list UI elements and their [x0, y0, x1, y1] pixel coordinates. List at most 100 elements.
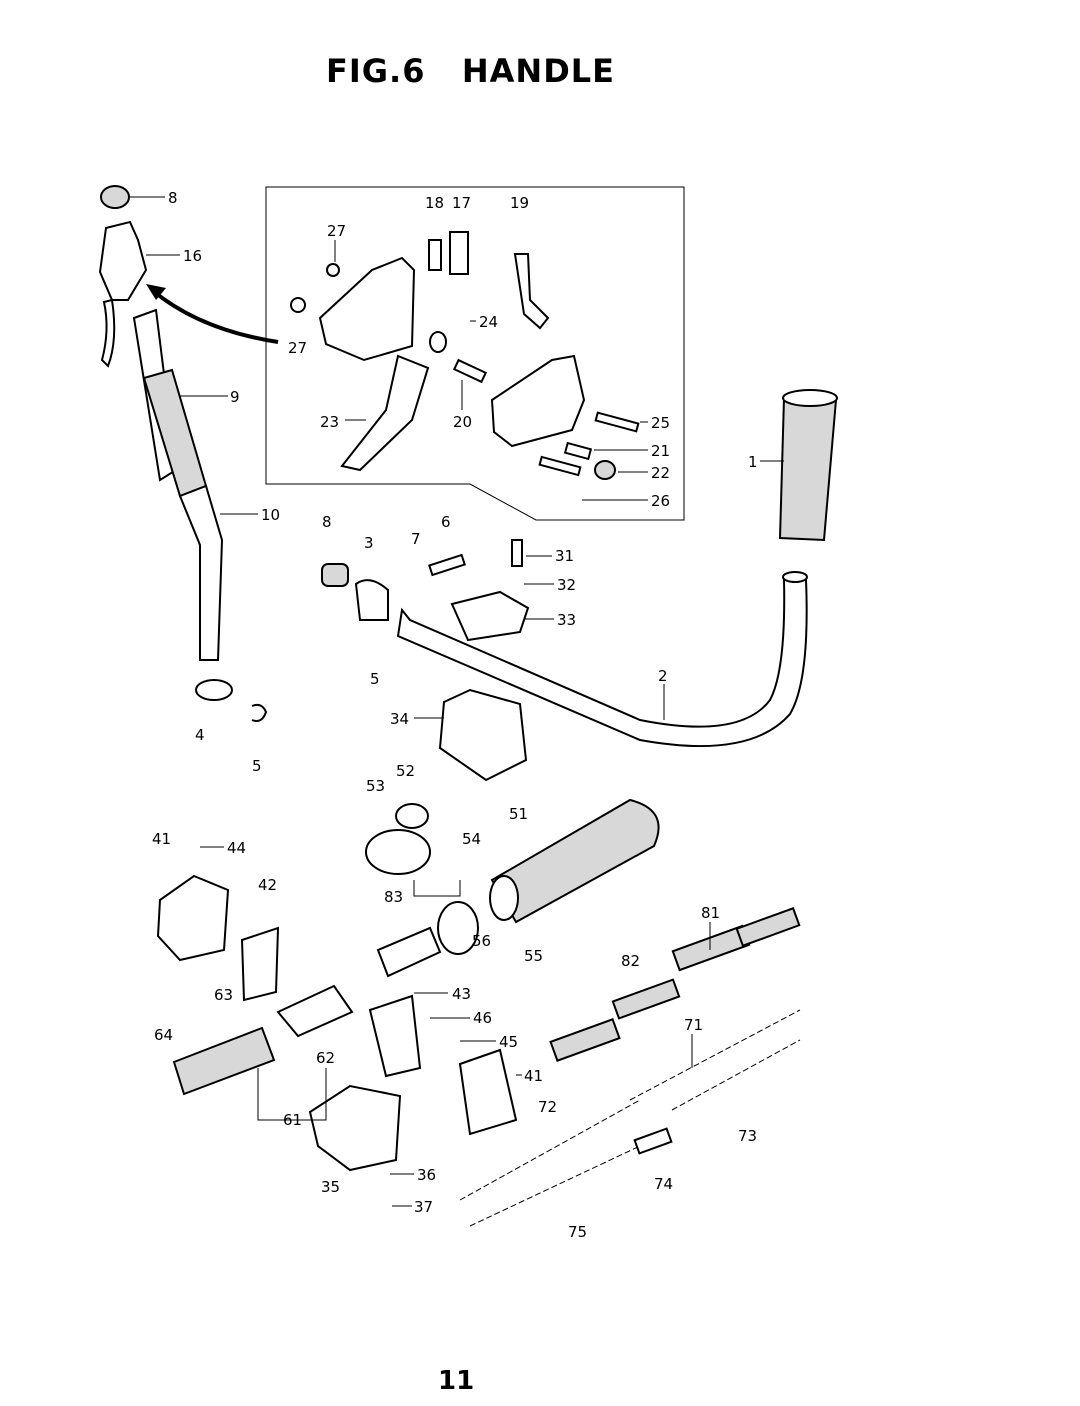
label-36: 36: [417, 1166, 436, 1184]
inset-box: [265, 186, 685, 521]
label-22: 22: [651, 464, 670, 482]
label-74: 74: [654, 1175, 673, 1193]
throttle-parts: [290, 231, 640, 480]
label-7: 7: [411, 530, 421, 548]
clamp-top-33: [450, 590, 530, 642]
cable-71: [629, 1009, 801, 1101]
label-44: 44: [227, 839, 246, 857]
cap-22: [594, 460, 616, 480]
label-4: 4: [195, 726, 205, 744]
label-5-upper: 5: [370, 670, 380, 688]
label-32: 32: [557, 576, 576, 594]
label-26: 26: [651, 492, 670, 510]
label-21: 21: [651, 442, 670, 460]
label-37: 37: [414, 1198, 433, 1216]
tube-81b: [735, 907, 801, 947]
label-83: 83: [384, 888, 403, 906]
clamp-35: [308, 1084, 402, 1172]
label-51: 51: [509, 805, 528, 823]
ring-52: [395, 803, 429, 829]
label-31: 31: [555, 547, 574, 565]
nut-27-upper: [326, 263, 340, 277]
bearing-54: [437, 901, 479, 955]
label-20: 20: [453, 413, 472, 431]
shaft-64: [172, 1026, 276, 1096]
label-46: 46: [473, 1009, 492, 1027]
pin-20: [452, 358, 488, 384]
label-27-lower: 27: [288, 339, 307, 357]
bolt-31: [511, 539, 523, 567]
label-10: 10: [261, 506, 280, 524]
shaft-parts: [156, 798, 660, 1172]
label-1: 1: [748, 453, 758, 471]
cable-parts: [459, 907, 801, 1227]
spring-24: [429, 331, 447, 353]
throttle-cover: [490, 354, 586, 448]
shaft-63: [276, 984, 354, 1038]
clamp-4: [195, 679, 233, 701]
label-55: 55: [524, 947, 543, 965]
handle-tube-10: [178, 484, 224, 661]
label-42: 42: [258, 876, 277, 894]
label-63: 63: [214, 986, 233, 1004]
part-19: [513, 253, 550, 330]
screw-25: [594, 411, 640, 433]
nut-27-lower: [290, 297, 306, 313]
label-82: 82: [621, 952, 640, 970]
label-27-upper: 27: [327, 222, 346, 240]
throttle-trigger-23: [340, 354, 430, 472]
label-19: 19: [510, 194, 529, 212]
joint-74: [633, 1127, 673, 1155]
right-grip-assembly: [396, 389, 838, 748]
label-73: 73: [738, 1127, 757, 1145]
label-54: 54: [462, 830, 481, 848]
plate-42: [240, 926, 280, 1002]
label-25: 25: [651, 414, 670, 432]
label-75: 75: [568, 1223, 587, 1241]
label-8-top: 8: [168, 189, 178, 207]
label-52: 52: [396, 762, 415, 780]
label-2: 2: [658, 667, 668, 685]
left-grip-assembly: [98, 185, 224, 661]
throttle-housing: [318, 256, 416, 362]
tube-82a: [611, 978, 681, 1020]
cap-8: [100, 185, 130, 209]
label-33: 33: [557, 611, 576, 629]
label-24: 24: [479, 313, 498, 331]
bolt-6: [428, 553, 466, 577]
page-number: 11: [438, 1366, 475, 1396]
label-62: 62: [316, 1049, 335, 1067]
inset-arrowhead: [146, 284, 166, 300]
label-72: 72: [538, 1098, 557, 1116]
cable-72: [459, 1099, 641, 1201]
throttle-lever: [100, 298, 116, 368]
label-64: 64: [154, 1026, 173, 1044]
clamp-41-left: [156, 874, 230, 962]
label-45: 45: [499, 1033, 518, 1051]
label-5-lower: 5: [252, 757, 262, 775]
label-34: 34: [390, 710, 409, 728]
tube-51: [490, 798, 660, 924]
tube-51-end: [489, 875, 519, 921]
label-17: 17: [452, 194, 471, 212]
part-labels: 8 16 9 10 18 17 19 27 27 24 23 20 25 21 …: [152, 189, 758, 1241]
inset-arrow: [150, 288, 279, 344]
label-71: 71: [684, 1016, 703, 1034]
leader-lines: [130, 196, 784, 1207]
label-81: 81: [701, 904, 720, 922]
grip-1: [778, 396, 838, 542]
part-17: [449, 231, 469, 275]
screw-26: [538, 455, 582, 477]
clamp-body-34: [438, 688, 528, 782]
cable-73: [671, 1039, 801, 1111]
clamp-parts: [195, 539, 530, 782]
label-41-left: 41: [152, 830, 171, 848]
clamp-3: [354, 579, 389, 621]
label-23: 23: [320, 413, 339, 431]
label-41-right: 41: [524, 1067, 543, 1085]
figure-title: FIG.6 HANDLE: [326, 52, 616, 90]
label-3: 3: [364, 534, 374, 552]
label-8-clamp: 8: [322, 513, 332, 531]
label-18: 18: [425, 194, 444, 212]
bar-end: [782, 571, 808, 583]
